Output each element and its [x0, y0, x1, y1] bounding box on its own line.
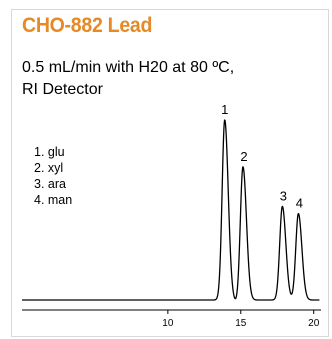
peak-label-2: 2: [240, 149, 247, 164]
conditions-line-2: RI Detector: [22, 81, 103, 98]
chart-title: CHO-882 Lead: [22, 14, 153, 37]
legend-item-xyl: 2. xyl: [34, 161, 64, 175]
method-conditions: 0.5 mL/min with H20 at 80 ºC, RI Detecto…: [22, 57, 234, 101]
x-tick-label: 15: [235, 318, 247, 329]
chromatogram-trace: [21, 119, 320, 301]
x-tick-label: 10: [162, 318, 174, 329]
peak-label-4: 4: [296, 196, 303, 211]
chart-panel: [11, 9, 329, 337]
peak-label-3: 3: [280, 188, 287, 203]
trace-layer: [21, 119, 320, 301]
legend-item-man: 4. man: [34, 193, 73, 207]
conditions-line-1: 0.5 mL/min with H20 at 80 ºC,: [22, 59, 235, 76]
peak-legend: 1. glu 2. xyl 3. ara 4. man: [34, 144, 72, 208]
legend-item-ara: 3. ara: [34, 177, 66, 191]
peak-label-1: 1: [221, 102, 228, 117]
x-axis: 10 15 20: [22, 309, 321, 329]
legend-item-glu: 1. glu: [34, 145, 65, 159]
x-tick-label: 20: [308, 318, 320, 329]
